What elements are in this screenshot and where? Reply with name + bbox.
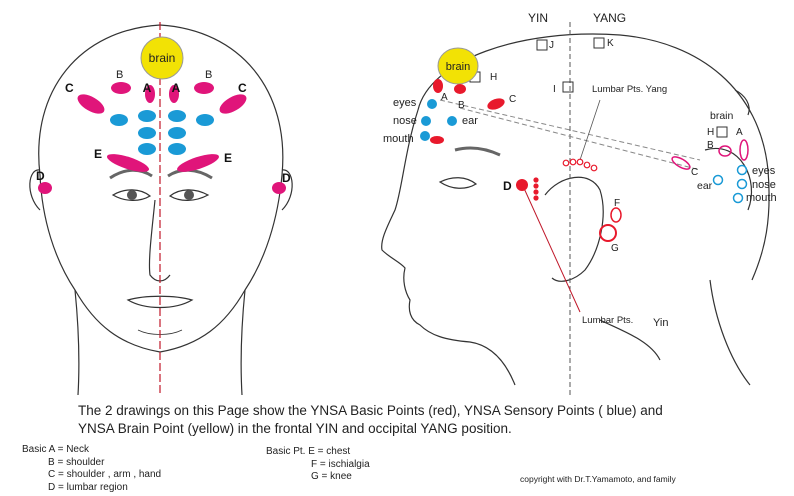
side-label-k: K [607, 38, 614, 49]
lumbar-yin-line [523, 186, 580, 312]
side-point-e-yin [430, 136, 444, 144]
front-point-b-left [111, 82, 131, 94]
side-label-d: D [503, 179, 512, 193]
side-sensory-mouth-yang [734, 194, 743, 203]
side-sensory-nose-yang [738, 180, 747, 189]
lumbar-yang-points [563, 159, 597, 171]
side-label-brain-yang: brain [710, 110, 734, 122]
front-label-d-right: D [282, 171, 291, 185]
side-label-eyes-yang: eyes [752, 165, 776, 177]
side-label-f: F [614, 198, 620, 209]
side-label-eyes-yin: eyes [393, 97, 417, 109]
front-label-c-left: C [65, 81, 74, 95]
side-label-a-yang: A [736, 127, 743, 138]
side-label-mouth-yang: mouth [746, 192, 777, 204]
side-label-g: G [611, 243, 619, 254]
side-label-c-yin: C [509, 94, 516, 105]
side-point-k [594, 38, 604, 48]
legend-item-f: F = ischialgia [266, 459, 370, 472]
side-point-f [611, 208, 621, 222]
front-label-e-left: E [94, 147, 102, 161]
side-sensory-nose-yin [421, 116, 431, 126]
legend-item-d: D = lumbar region [22, 482, 161, 495]
side-label-yin-small: Yin [653, 317, 669, 329]
legend-basic-points-2: Basic Pt. E = chest F = ischialgia G = k… [266, 446, 370, 484]
side-label-nose-yang: nose [752, 179, 776, 191]
legend-basic-points: Basic A = Neck B = shoulder C = shoulder… [22, 444, 161, 494]
yang-heading: YANG [593, 11, 626, 25]
lumbar-yang-line [580, 100, 600, 160]
side-point-j [537, 40, 547, 50]
caption-line-1: The 2 drawings on this Page show the YNS… [78, 402, 778, 420]
front-point-d-left [38, 182, 52, 194]
side-sensory-eyes-yin [427, 99, 437, 109]
side-sensory-ear-yin [447, 116, 457, 126]
side-label-mouth-yin: mouth [383, 133, 414, 145]
legend-item-c: C = shoulder , arm , hand [22, 469, 161, 482]
side-sensory-ear-yang [714, 176, 723, 185]
side-point-c-yin [486, 96, 506, 112]
caption: The 2 drawings on this Page show the YNS… [78, 402, 778, 438]
legend-item-b: B = shoulder [22, 457, 161, 470]
side-brain-label-yin: brain [446, 61, 470, 73]
front-point-c-left [75, 90, 108, 117]
side-point-a-yang [740, 140, 748, 160]
side-label-i: I [553, 84, 556, 95]
side-label-b-yang: B [707, 140, 714, 151]
side-point-h-yang [717, 127, 727, 137]
side-sensory-mouth-yin [420, 131, 430, 141]
side-point-d [516, 179, 528, 191]
copyright: copyright with Dr.T.Yamamoto, and family [520, 474, 676, 484]
front-label-d-left: D [36, 169, 45, 183]
side-point-c-yang [670, 155, 691, 172]
side-label-ear-yin: ear [462, 115, 478, 127]
side-label-j: J [549, 40, 554, 51]
legend-item-e: Basic Pt. E = chest [266, 446, 370, 459]
front-label-e-right: E [224, 151, 232, 165]
front-sensory-points [110, 110, 214, 155]
front-point-b-right [194, 82, 214, 94]
side-label-c-yang: C [691, 167, 698, 178]
side-point-g [600, 225, 616, 241]
side-label-nose-yin: nose [393, 115, 417, 127]
side-sensory-eyes-yang [738, 166, 747, 175]
lumbar-yin-points [533, 177, 538, 200]
side-point-b-yin [454, 84, 466, 94]
front-label-b-left: B [116, 69, 123, 81]
side-guide-lower [460, 108, 700, 170]
side-label-a-yin: A [441, 92, 448, 103]
side-label-lumbar-pts: Lumbar Pts. [582, 315, 633, 326]
front-label-a-right: A [172, 81, 181, 95]
ynsa-diagram: brain A A B B C C E E D D [0, 0, 794, 400]
legend-item-a: Basic A = Neck [22, 444, 161, 457]
front-brain-label: brain [149, 51, 176, 65]
yin-heading: YIN [528, 11, 548, 25]
side-label-lumbar-yang: Lumbar Pts. Yang [592, 84, 667, 95]
side-label-h-yin: H [490, 72, 497, 83]
caption-line-2: YNSA Brain Point (yellow) in the frontal… [78, 420, 778, 438]
side-label-b-yin: B [458, 100, 465, 111]
side-label-ear-yang: ear [697, 180, 713, 192]
front-label-a-left: A [143, 81, 152, 95]
side-point-a-yin [433, 79, 443, 93]
front-label-c-right: C [238, 81, 247, 95]
legend-item-g: G = knee [266, 471, 370, 484]
side-point-i [563, 82, 573, 92]
side-label-h-yang: H [707, 127, 714, 138]
front-label-b-right: B [205, 69, 212, 81]
